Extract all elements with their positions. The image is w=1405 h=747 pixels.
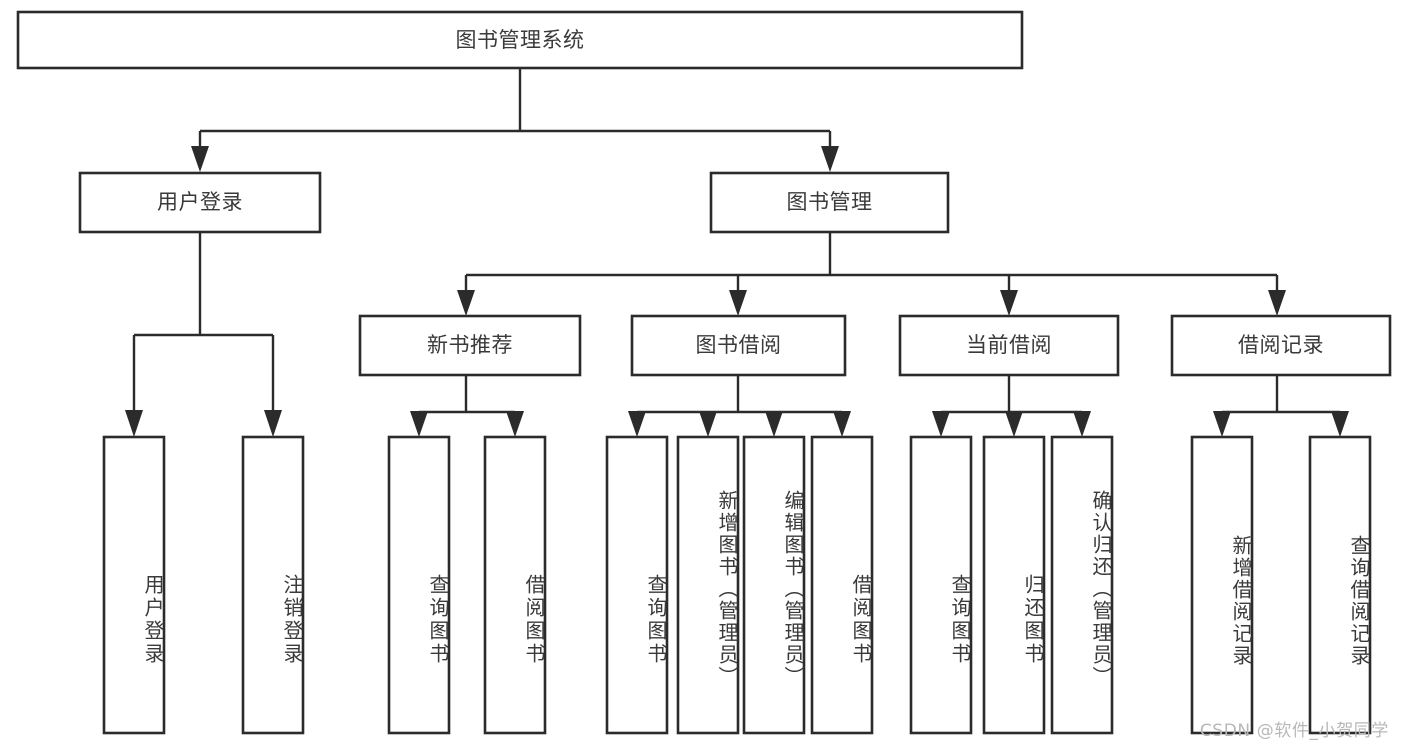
node-box-leaf-edit-book[interactable] [742,435,806,735]
node-box-leaf-return-book[interactable] [982,435,1046,735]
node-box-new-book-rec[interactable] [358,314,582,377]
connector-root-to-level2 [191,68,839,172]
node-box-root[interactable] [16,10,1024,70]
node-box-leaf-query-record[interactable] [1308,435,1372,735]
csdn-watermark: CSDN @软件_小贺同学 [1199,721,1389,741]
connector-user-login-to-leaves [125,232,282,437]
node-box-leaf-user-logout[interactable] [241,435,305,735]
node-box-leaf-confirm-return[interactable] [1050,435,1114,735]
node-box-leaf-user-login[interactable] [102,435,166,735]
node-box-book-borrow[interactable] [630,314,847,377]
node-box-leaf-borrow-book-2[interactable] [810,435,874,735]
connector-book-borrow-to-leaves [628,375,851,437]
connector-new-book-rec-to-leaves [410,375,524,437]
node-box-leaf-query-book-2[interactable] [605,435,669,735]
nodes-group [16,10,1392,735]
node-box-book-manage[interactable] [709,171,950,234]
connector-book-manage-to-level3 [457,232,1286,316]
node-box-current-borrow[interactable] [898,314,1120,377]
connector-current-borrow-to-leaves [932,375,1091,437]
node-box-leaf-query-book-1[interactable] [387,435,451,735]
node-box-user-login[interactable] [78,171,322,234]
node-box-borrow-record[interactable] [1170,314,1392,377]
node-box-leaf-add-record[interactable] [1190,435,1254,735]
connectors-group [125,68,1349,437]
node-box-leaf-borrow-book-1[interactable] [483,435,547,735]
connector-borrow-record-to-leaves [1213,375,1349,437]
node-box-leaf-add-book[interactable] [676,435,740,735]
node-box-leaf-query-book-3[interactable] [909,435,973,735]
